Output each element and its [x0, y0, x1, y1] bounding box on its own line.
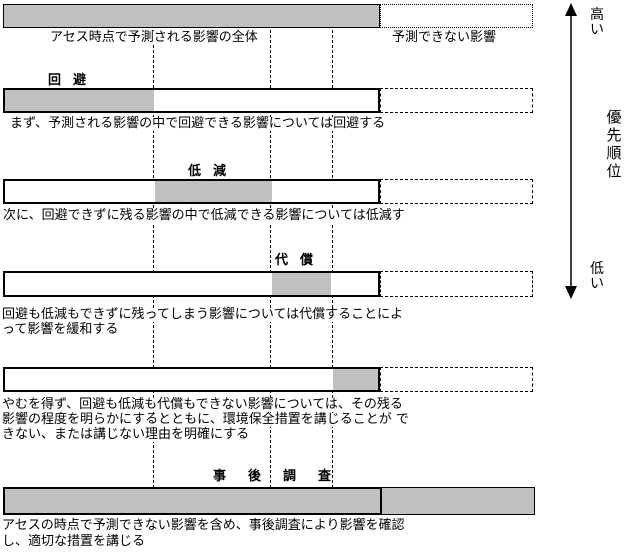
reduction-extension	[380, 179, 533, 204]
compensation-caption-line-2: って影響を緩和する	[2, 322, 119, 337]
guide-line	[153, 30, 154, 488]
avoidance-heading: 回避	[48, 73, 99, 88]
guide-line	[270, 30, 271, 488]
reduction-caption: 次に、回避できずに残る影響の中で低減できる影響については低減す	[3, 208, 405, 223]
overall-caption: アセス時点で予測される影響の全体	[50, 30, 258, 45]
compensation-heading: 代償	[275, 253, 326, 268]
unpredictable-impact-box	[380, 4, 533, 28]
guide-line	[332, 30, 333, 488]
residual-caption-line-2: 影響の程度を明らかにするとともに、環境保全措置を講じることが で	[2, 412, 409, 427]
follow-up-survey-bar	[3, 487, 382, 515]
avoidance-extension	[380, 88, 533, 113]
priority-low-label: 低い	[590, 261, 604, 292]
residual-fill	[333, 369, 378, 390]
reduction-bar	[3, 179, 380, 204]
avoidance-fill	[5, 90, 154, 111]
compensation-caption-line-1: 回避も低減もできずに残ってしまう影響については代償することによ	[2, 307, 404, 322]
priority-label: 優先順位	[606, 108, 622, 180]
predicted-impact-fill	[4, 5, 379, 27]
follow-up-survey-heading: 事後調査	[213, 469, 354, 484]
unpredictable-caption: 予測できない影響	[392, 30, 497, 45]
priority-arrow	[565, 3, 577, 299]
compensation-extension	[380, 271, 533, 297]
follow-up-survey-fill	[5, 489, 380, 513]
avoidance-bar	[3, 88, 380, 113]
overall-impact-bar	[3, 4, 380, 28]
avoidance-caption: まず、予測される影響の中で回避できる影響については回避する	[10, 116, 386, 131]
residual-caption-line-3: きない、または講じない理由を明確にする	[2, 427, 250, 442]
residual-caption-line-1: やむを得ず、回避も低減も代償もできない影響については、その残る	[2, 397, 403, 412]
residual-bar	[3, 367, 380, 392]
reduction-fill	[155, 181, 272, 202]
follow-up-caption-line-1: アセスの時点で予測できない影響を含め、事後調査により影響を確認	[2, 518, 405, 533]
follow-up-extension-fill	[382, 488, 534, 514]
reduction-heading: 低減	[188, 164, 239, 179]
follow-up-caption-line-2: し、適切な措置を講じる	[2, 534, 146, 549]
compensation-fill	[272, 273, 331, 295]
priority-high-label: 高い	[590, 7, 604, 38]
residual-extension	[380, 367, 533, 392]
follow-up-survey-extension	[381, 487, 535, 515]
compensation-bar	[3, 271, 380, 297]
